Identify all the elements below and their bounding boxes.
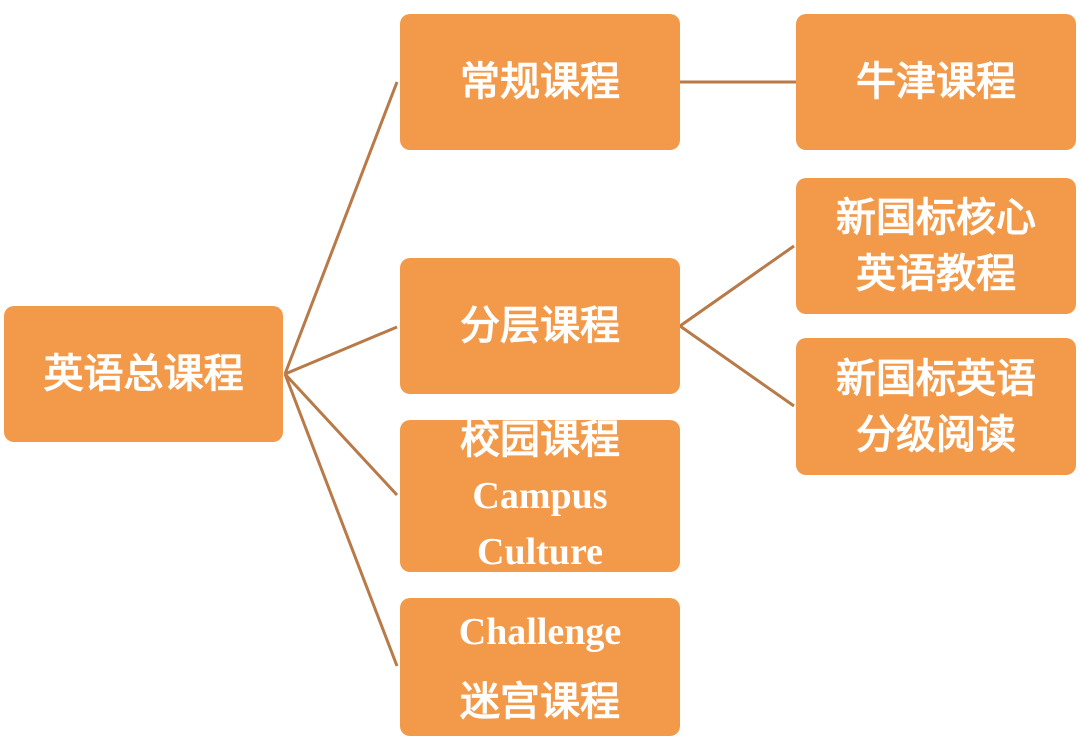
node-oxford-course: 牛津课程	[796, 14, 1076, 150]
node-regular-course: 常规课程	[400, 14, 680, 150]
node-label: 牛津课程	[856, 58, 1016, 105]
node-core-english: 新国标核心 英语教程	[796, 178, 1076, 314]
node-challenge-course: Challenge 迷宫课程	[400, 598, 680, 736]
link-root-campus	[283, 372, 399, 497]
node-campus-course: 校园课程 Campus Culture	[400, 416, 680, 573]
link-root-tiered	[284, 325, 398, 376]
link-tiered-core	[679, 244, 795, 328]
link-root-challenge	[283, 373, 399, 667]
link-root-regular	[283, 81, 399, 375]
node-tiered-course: 分层课程	[400, 258, 680, 394]
node-label: 校园课程	[460, 416, 620, 463]
node-label: 新国标英语	[836, 354, 1036, 402]
node-label: Challenge	[458, 611, 622, 653]
node-label: 常规课程	[460, 58, 620, 105]
node-label: Culture	[477, 531, 603, 573]
link-tiered-reading	[679, 324, 795, 408]
node-root: 英语总课程	[4, 306, 283, 442]
node-label: 分层课程	[460, 302, 620, 349]
node-label: 英语总课程	[43, 350, 244, 397]
node-graded-reading: 新国标英语 分级阅读	[796, 338, 1076, 475]
node-label: 迷宫课程	[460, 678, 620, 725]
node-label: 新国标核心	[836, 194, 1036, 241]
node-label: 分级阅读	[856, 410, 1016, 458]
node-label: 英语教程	[856, 250, 1016, 297]
node-label: Campus	[472, 475, 608, 517]
